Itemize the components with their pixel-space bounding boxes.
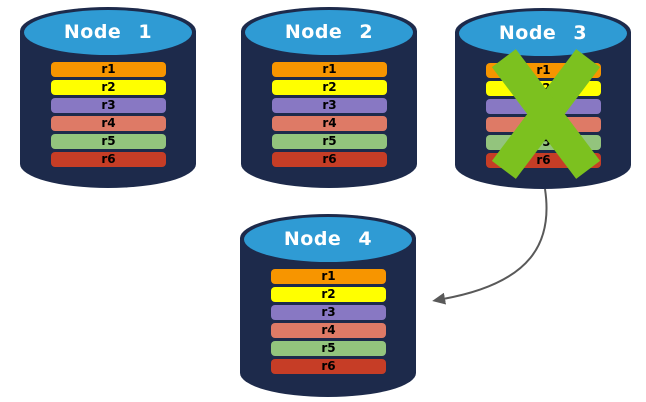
node-3-title: Node 3 [498, 22, 588, 44]
row-r1: r1 [51, 62, 166, 77]
row-r5: r5 [51, 134, 166, 149]
row-r3: r3 [51, 98, 166, 113]
node-1-title: Node 1 [63, 21, 153, 43]
failover-arrow-path [432, 188, 548, 305]
row-r6: r6 [486, 153, 601, 168]
node-4-cylinder-top [244, 217, 412, 262]
node-2-title: Node 2 [284, 21, 374, 43]
row-r2: r2 [486, 81, 601, 96]
row-r4: r4 [271, 323, 386, 338]
row-r2: r2 [272, 80, 387, 95]
row-r1: r1 [272, 62, 387, 77]
node-2-rows: r1 r2 r3 r4 r5 r6 [272, 62, 387, 167]
row-r6: r6 [272, 152, 387, 167]
node-4-rows: r1 r2 r3 r4 r5 r6 [271, 269, 386, 374]
row-r5: r5 [486, 135, 601, 150]
row-r1: r1 [271, 269, 386, 284]
row-r6: r6 [271, 359, 386, 374]
row-r2: r2 [51, 80, 166, 95]
node-3-cylinder-top [459, 11, 627, 56]
row-r4: r4 [486, 117, 601, 132]
row-r5: r5 [272, 134, 387, 149]
row-r2: r2 [271, 287, 386, 302]
node-2-cylinder-top [245, 10, 413, 55]
node-2: Node 2 r1 r2 r3 r4 r5 r6 [241, 7, 417, 188]
row-r5: r5 [271, 341, 386, 356]
node-4-title: Node 4 [283, 228, 373, 250]
node-3: Node 3 r1 r2 r3 r4 r5 r6 [455, 8, 631, 189]
node-3-rows: r1 r2 r3 r4 r5 r6 [486, 63, 601, 168]
node-1-cylinder-top [24, 10, 192, 55]
row-r3: r3 [271, 305, 386, 320]
row-r6: r6 [51, 152, 166, 167]
row-r1: r1 [486, 63, 601, 78]
row-r3: r3 [486, 99, 601, 114]
node-1-rows: r1 r2 r3 r4 r5 r6 [51, 62, 166, 167]
node-1: Node 1 r1 r2 r3 r4 r5 r6 [20, 7, 196, 188]
row-r3: r3 [272, 98, 387, 113]
row-r4: r4 [51, 116, 166, 131]
row-r4: r4 [272, 116, 387, 131]
node-4: Node 4 r1 r2 r3 r4 r5 r6 [240, 214, 416, 397]
